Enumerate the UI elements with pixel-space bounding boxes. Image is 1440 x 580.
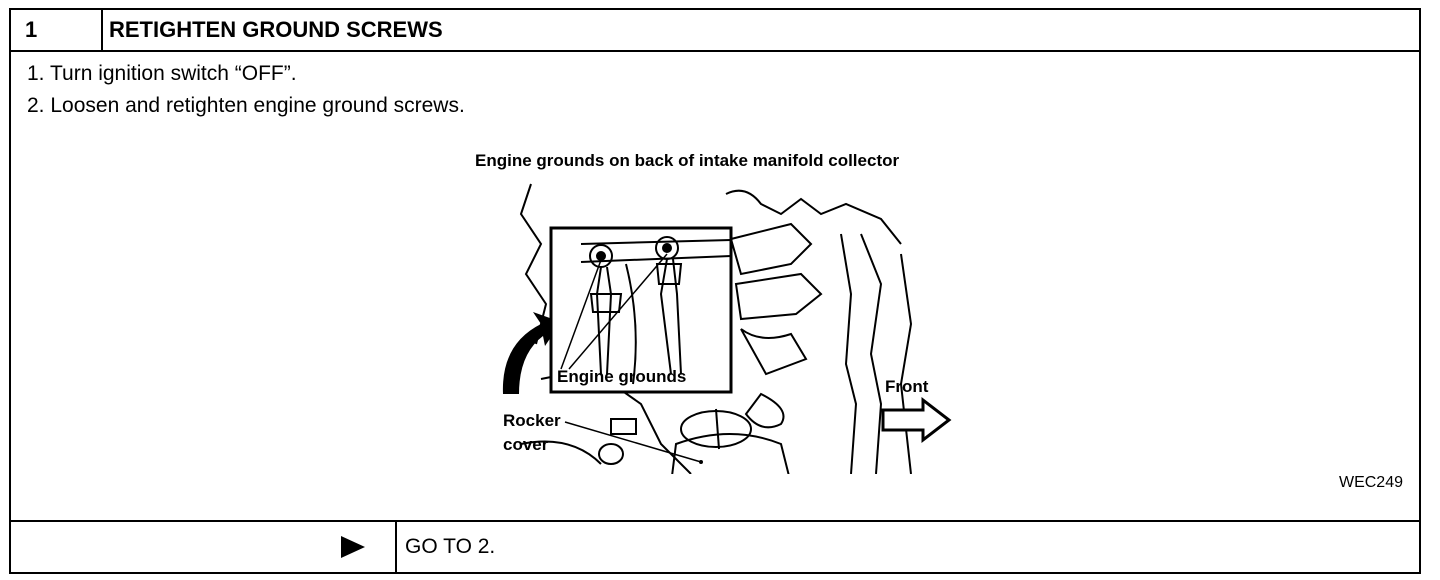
label-engine-grounds: Engine grounds <box>557 367 686 386</box>
step-number: 1 <box>11 10 103 50</box>
step-title: RETIGHTEN GROUND SCREWS <box>109 17 443 42</box>
instruction-2: 2. Loosen and retighten engine ground sc… <box>27 94 465 117</box>
engine-illustration <box>519 183 913 474</box>
procedure-table: 1 RETIGHTEN GROUND SCREWS 1. Turn igniti… <box>9 8 1421 574</box>
right-triangle-icon <box>341 536 365 558</box>
curved-arrow-icon <box>502 312 561 394</box>
step-header: 1 RETIGHTEN GROUND SCREWS <box>11 10 1419 52</box>
label-rocker: Rocker <box>503 411 561 430</box>
figure-caption: Engine grounds on back of intake manifol… <box>475 151 899 170</box>
front-arrow-icon <box>881 396 952 444</box>
goto-next-step[interactable]: GO TO 2. <box>405 535 496 558</box>
figure-code: WEC249 <box>1338 474 1403 491</box>
engine-ground-diagram: Engine grounds on back of intake manifol… <box>475 151 952 474</box>
step-footer: GO TO 2. <box>11 520 1419 572</box>
footer-arrow-cell <box>11 522 397 572</box>
label-front: Front <box>885 377 929 396</box>
instruction-1: 1. Turn ignition switch “OFF”. <box>27 62 297 85</box>
step-body: 1. Turn ignition switch “OFF”. 2. Loosen… <box>11 52 1419 520</box>
label-cover: cover <box>503 435 549 454</box>
engine-grounds-inset: Engine grounds <box>549 226 733 394</box>
